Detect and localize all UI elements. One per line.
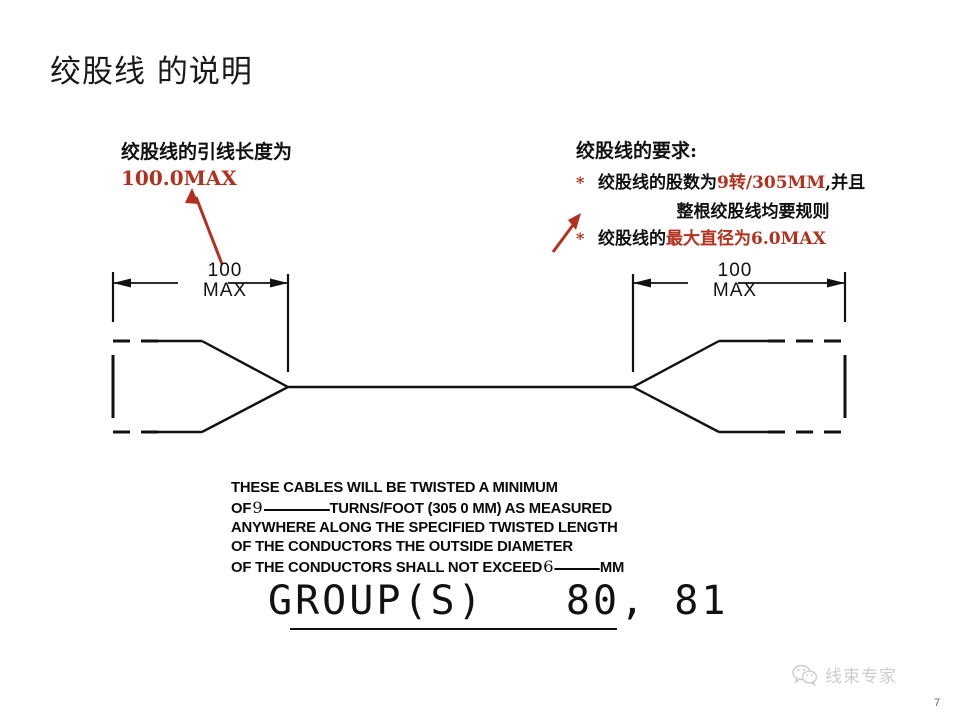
note-line-2-suffix: TURNS/FOOT (305 0 MM) AS MEASURED (329, 500, 612, 517)
note-turns-blank (263, 508, 330, 511)
group-label: GROUP(S) 80, 81 (268, 578, 729, 624)
note-line-2: OF9 TURNS/FOOT (305 0 MM) AS MEASURED (231, 498, 624, 519)
requirement-item-1: * 绞股线的股数为9转/305MM,并且 (576, 172, 906, 195)
left-annotation: 绞股线的引线长度为 100.0MAX (121, 141, 381, 191)
requirement-1-highlight: 9转/305MM (717, 173, 826, 193)
note-diameter-blank (554, 567, 600, 570)
right-annotation: 绞股线的要求: * 绞股线的股数为9转/305MM,并且 整根绞股线均要规则 *… (576, 136, 906, 252)
watermark: 线束专家 (792, 662, 897, 687)
left-annotation-label: 绞股线的引线长度为 (121, 141, 293, 163)
cable-breakout-right (632, 339, 847, 434)
requirement-2-prefix: 绞股线的 (598, 228, 666, 249)
note-line-5-suffix: MM (599, 559, 625, 576)
left-annotation-value: 100.0MAX (121, 166, 237, 191)
bullet-star-icon: * (576, 228, 585, 248)
note-line-4: OF THE CONDUCTORS THE OUTSIDE DIAMETER (231, 538, 573, 555)
dimension-right-qualifier: MAX (712, 280, 758, 302)
dimension-left-qualifier: MAX (202, 280, 248, 302)
wechat-icon (792, 664, 818, 686)
page-number: 7 (934, 697, 941, 709)
requirement-2-highlight: 最大直径为6.0MAX (666, 228, 826, 249)
dimension-label-left: 100 MAX (180, 260, 270, 302)
note-line-2-prefix: OF (231, 500, 252, 517)
dimension-right-value: 100 (717, 260, 753, 281)
page-title: 绞股线 的说明 (50, 54, 253, 90)
requirement-1-continuation: 整根绞股线均要规则 (676, 201, 830, 222)
dimension-label-right: 100 MAX (690, 260, 780, 302)
note-line-5: OF THE CONDUCTORS SHALL NOT EXCEED6 MM (231, 557, 624, 578)
requirement-1-suffix: ,并且 (825, 173, 866, 193)
engineering-note: THESE CABLES WILL BE TWISTED A MINIMUM O… (231, 479, 624, 577)
requirement-1-prefix: 绞股线的股数为 (598, 173, 717, 193)
note-line-5-prefix: OF THE CONDUCTORS SHALL NOT EXCEED (231, 559, 543, 576)
red-arrow-left (185, 188, 224, 265)
note-line-1: THESE CABLES WILL BE TWISTED A MINIMUM (231, 480, 558, 496)
watermark-label: 线束专家 (825, 667, 897, 687)
note-turns-value: 9 (252, 497, 263, 517)
cable-breakout-left (111, 339, 289, 434)
note-diameter-value: 6 (543, 556, 554, 576)
dimension-left-value: 100 (207, 260, 243, 281)
note-line-3: ANYWHERE ALONG THE SPECIFIED TWISTED LEN… (231, 519, 618, 536)
requirement-item-2: * 绞股线的最大直径为6.0MAX (576, 228, 906, 251)
requirement-item-1-text: 绞股线的股数为9转/305MM,并且 (598, 172, 865, 195)
bullet-star-icon: * (576, 173, 585, 192)
requirements-heading: 绞股线的要求: (576, 140, 698, 162)
group-underline (290, 628, 617, 630)
requirement-item-2-text: 绞股线的最大直径为6.0MAX (598, 228, 826, 251)
